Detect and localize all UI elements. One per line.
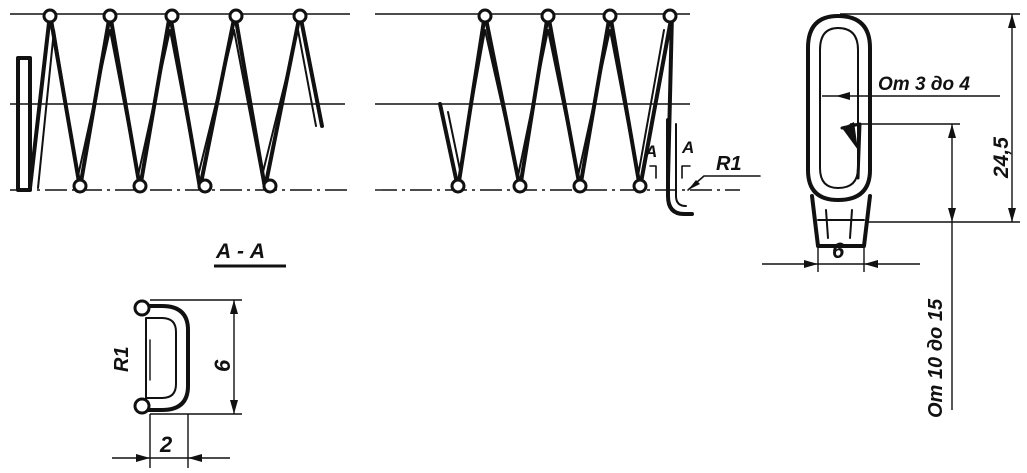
spring-right-coils-inner bbox=[447, 29, 665, 177]
section-aa: А - А R1 6 2 bbox=[111, 240, 286, 468]
dim-section-width-arrow-right bbox=[188, 454, 202, 462]
dim-eye-width: 6 bbox=[832, 238, 845, 263]
dim-eye-width-arrow-left bbox=[804, 260, 818, 268]
dim-hook-arrow-bottom bbox=[948, 208, 956, 222]
spring-right-hook-inner bbox=[675, 123, 687, 207]
section-wire-bottom bbox=[133, 397, 151, 415]
dim-section-height-arrow-bottom bbox=[230, 400, 238, 414]
section-title: А - А bbox=[215, 240, 265, 263]
section-mark-left: А bbox=[644, 142, 657, 161]
dim-section-width-arrow-left bbox=[136, 454, 150, 462]
section-profile-inner bbox=[145, 317, 177, 399]
section-mark-right: А bbox=[681, 138, 694, 157]
dim-total-arrow-bottom bbox=[1008, 208, 1016, 222]
dim-hook-length: От 10 до 15 bbox=[925, 298, 947, 418]
spring-left-end-tail bbox=[16, 56, 32, 192]
spring-left-coil-crowns bbox=[42, 8, 308, 194]
eye-view: От 3 до 4 24,5 От 10 до 15 6 bbox=[762, 13, 1020, 418]
dim-hook-arrow-top bbox=[948, 124, 956, 138]
eye-inner-hook-fill bbox=[842, 122, 858, 150]
section-mark-right-line bbox=[681, 165, 691, 179]
radius-section-label: R1 bbox=[111, 346, 133, 372]
dim-section-height-arrow-top bbox=[230, 300, 238, 314]
dim-section-width: 2 bbox=[159, 432, 173, 457]
section-wire-top bbox=[133, 299, 151, 317]
spring-left-fragment bbox=[10, 8, 350, 194]
spring-right-hook bbox=[666, 118, 694, 216]
radius-spring-label: R1 bbox=[716, 153, 742, 175]
eye-loop-inner bbox=[819, 27, 859, 189]
dim-total-height: 24,5 bbox=[990, 137, 1013, 179]
eye-loop-outer bbox=[806, 14, 872, 202]
radius-spring-arrow bbox=[688, 180, 700, 190]
spring-right-coils-outer bbox=[438, 12, 674, 190]
spring-left-coils-outer bbox=[28, 12, 324, 190]
spring-right-coil-crowns bbox=[450, 8, 678, 194]
eye-shank bbox=[810, 194, 872, 248]
eye-shank-detail bbox=[817, 209, 865, 239]
spring-left-coils-inner bbox=[37, 29, 317, 189]
dim-total-arrow-top bbox=[1008, 14, 1016, 28]
section-profile-outer bbox=[138, 304, 190, 412]
dim-eye-width-arrow-right bbox=[864, 260, 878, 268]
dim-gap: От 3 до 4 bbox=[878, 74, 970, 95]
section-mark-left-line bbox=[649, 165, 657, 179]
spring-right-fragment: А А R1 bbox=[375, 8, 761, 216]
dim-gap-arrow bbox=[836, 92, 850, 100]
dim-section-height: 6 bbox=[210, 359, 235, 372]
